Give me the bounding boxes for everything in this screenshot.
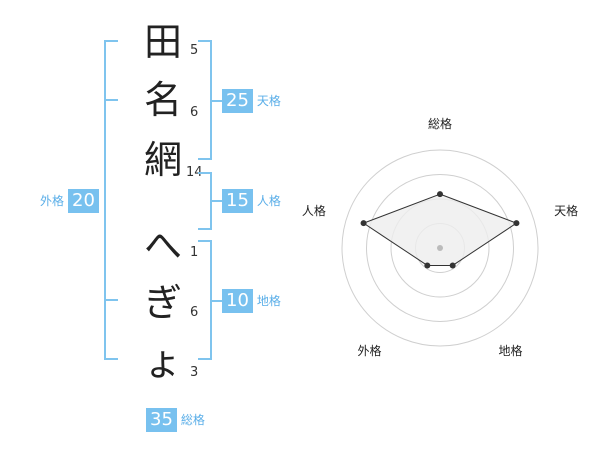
- name-char-3: 網: [143, 138, 182, 182]
- radar-axis-label-chikaku: 地格: [499, 343, 523, 358]
- gaikaku-badge: 外格 20: [40, 189, 99, 213]
- soukaku-value: 35: [146, 408, 177, 432]
- radar-value-area: [362, 193, 518, 266]
- radar-point: [513, 220, 520, 227]
- stroke-count-3: 14: [186, 165, 203, 180]
- name-char-2: 名: [143, 78, 182, 122]
- stroke-count-2: 6: [190, 105, 199, 120]
- radar-grid-ring: [366, 174, 514, 322]
- stroke-count-1: 5: [190, 43, 199, 58]
- chikaku-label: 地格: [256, 294, 281, 308]
- chikaku-badge: 10 地格: [222, 289, 281, 313]
- soukaku-badge: 35 総格: [146, 408, 205, 432]
- radar-axis-label-tenkaku: 天格: [554, 203, 578, 218]
- jinkaku-label: 人格: [256, 194, 281, 208]
- soukaku-label: 総格: [180, 413, 205, 427]
- name-char-4: へ: [143, 224, 182, 268]
- radar-point: [360, 220, 367, 227]
- tenkaku-label: 天格: [256, 94, 281, 108]
- name-char-1: 田: [143, 20, 182, 64]
- radar-point: [437, 191, 443, 198]
- radar-point: [449, 262, 456, 269]
- name-char-5: ぎ: [143, 281, 182, 325]
- chikaku-value: 10: [222, 289, 253, 313]
- jinkaku-value: 15: [222, 189, 253, 213]
- radar-grid-ring: [341, 149, 539, 347]
- radar-point: [424, 262, 431, 269]
- tenkaku-value: 25: [222, 89, 253, 113]
- radar-axis-label-soukaku: 総格: [428, 116, 452, 131]
- stroke-count-5: 6: [190, 305, 199, 320]
- radar-points: [360, 191, 520, 269]
- tenkaku-badge: 25 天格: [222, 89, 281, 113]
- name-char-6: ょ: [143, 340, 182, 384]
- gaikaku-label: 外格: [40, 194, 65, 208]
- radar-axis-label-jinkaku: 人格: [302, 203, 326, 218]
- jinkaku-badge: 15 人格: [222, 189, 281, 213]
- gaikaku-value: 20: [68, 189, 99, 213]
- stroke-count-6: 3: [190, 365, 199, 380]
- radar-axis-label-gaikaku: 外格: [357, 343, 381, 358]
- stroke-count-4: 1: [190, 245, 199, 260]
- radar-center-dot: [437, 245, 443, 251]
